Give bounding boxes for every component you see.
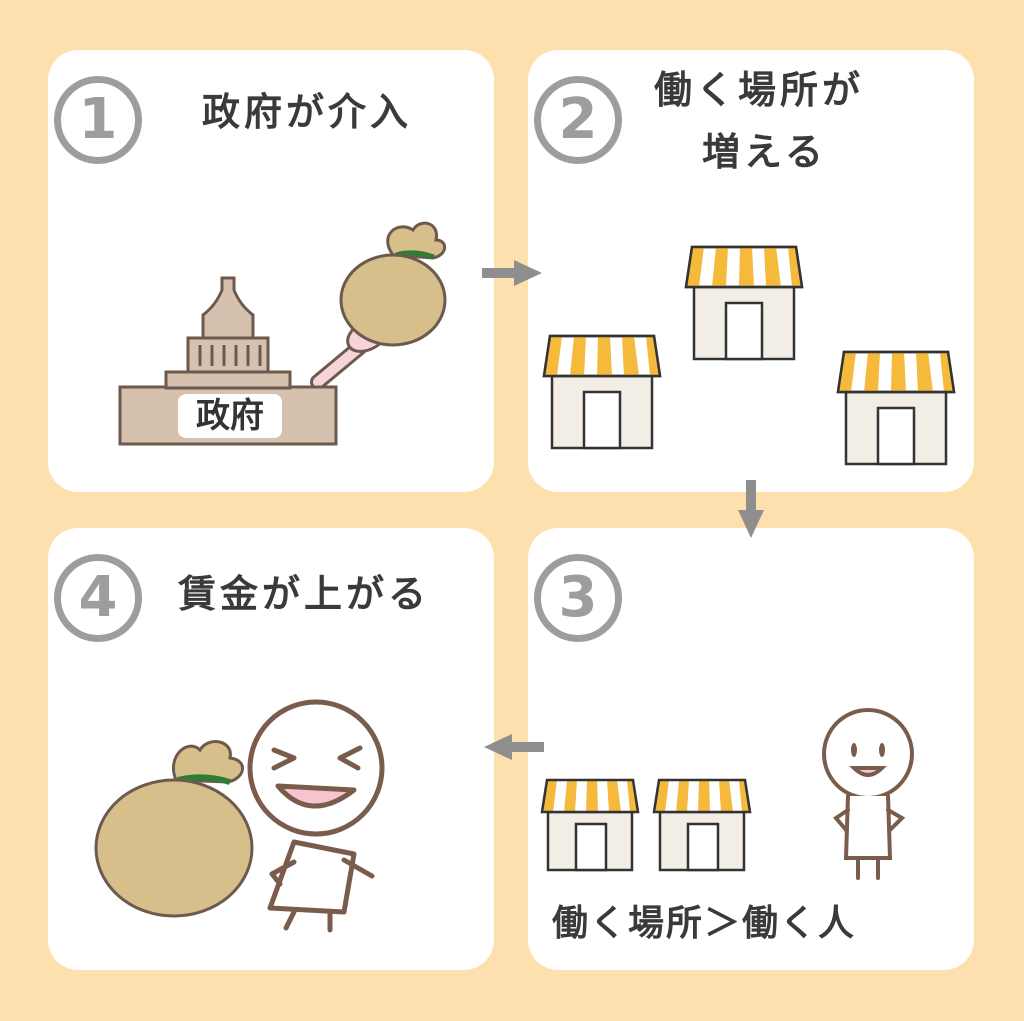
step-3-panel: 3 働く [528, 528, 974, 970]
government-label: 政府 [178, 394, 282, 438]
shop-icon [540, 778, 640, 872]
shop-icon [684, 245, 804, 361]
arrow-icon [482, 260, 542, 286]
step-2-number: 2 [534, 76, 622, 164]
step-4-number: 4 [54, 554, 142, 642]
step-4-panel: 4 賃金が上がる [48, 528, 494, 970]
arrow-icon [738, 480, 764, 538]
shop-icon [652, 778, 752, 872]
money-bag-icon [94, 740, 254, 918]
shop-icon [836, 350, 956, 466]
step-2-title-line2: 増える [702, 130, 827, 174]
step-2-title-line1: 働く場所が [654, 68, 865, 112]
step-3-caption: 働く場所＞働く人 [552, 903, 857, 944]
step-4-title: 賃金が上がる [178, 572, 431, 616]
step-3-number: 3 [534, 554, 622, 642]
step-1-panel: 1 政府が介入 政府 [48, 50, 494, 492]
workers-scene [540, 708, 914, 880]
person-icon [822, 708, 914, 880]
step-2-panel: 2 働く場所が 増える [528, 50, 974, 492]
laughing-person-icon [247, 699, 385, 933]
shop-icon [542, 334, 662, 450]
wage-scene [94, 699, 385, 933]
step-1-number: 1 [54, 76, 142, 164]
shops-scene [542, 245, 956, 466]
government-scene [118, 221, 447, 446]
arrow-icon [484, 734, 544, 760]
step-1-title: 政府が介入 [202, 90, 413, 134]
money-bag-icon [339, 221, 447, 347]
